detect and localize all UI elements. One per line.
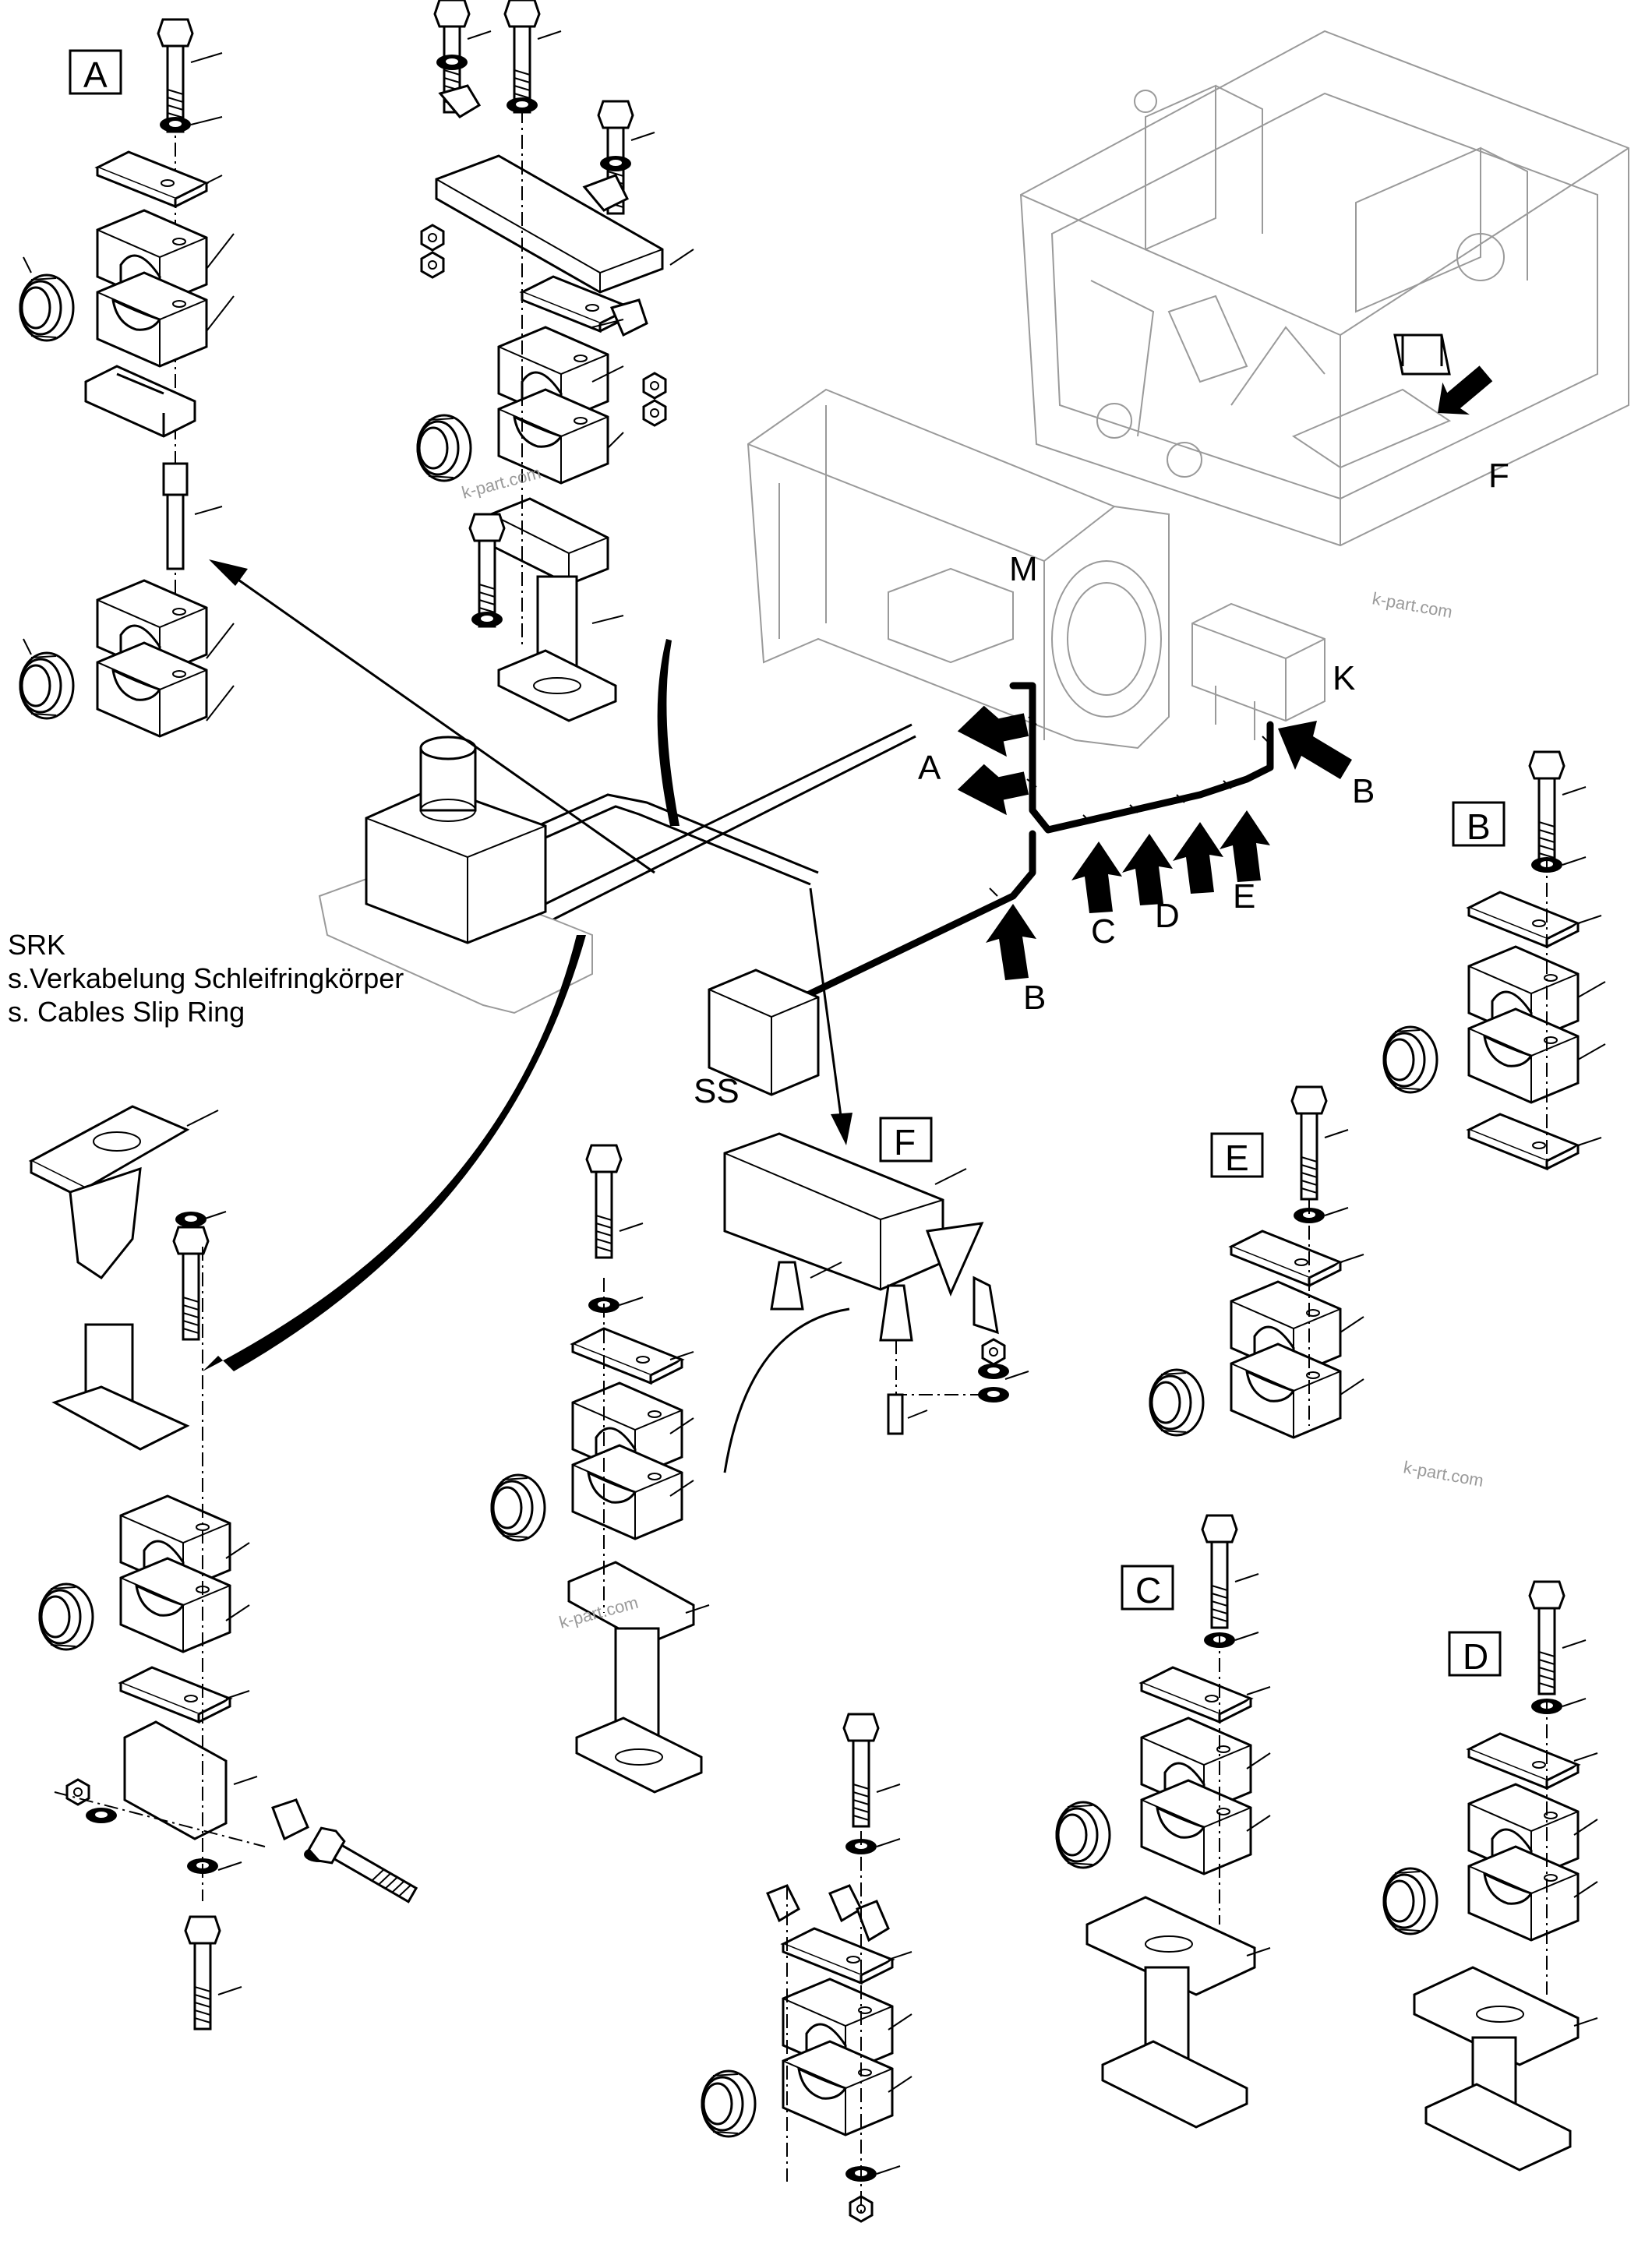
slip-ring-box-ss: [708, 969, 820, 1096]
arrow-b-left: [986, 904, 1036, 980]
detail-view-c: [1055, 1514, 1271, 2129]
detail-c-label: C: [1135, 1570, 1161, 1611]
label-arrow-b-left: B: [1023, 979, 1046, 1017]
detail-f-label: F: [894, 1122, 916, 1163]
detail-d-label: D: [1463, 1636, 1488, 1677]
slip-ring-body-srk: [318, 736, 593, 1014]
detail-a-label: A: [83, 55, 108, 95]
detail-e-label: E: [1225, 1138, 1249, 1178]
label-m: M: [1009, 550, 1038, 588]
arrow-e-2: [1220, 810, 1270, 882]
detail-view-e: [1149, 1085, 1364, 1439]
detail-b-label: B: [1467, 806, 1491, 847]
label-arrow-b-right: B: [1352, 772, 1375, 810]
arrow-e-1: [1173, 822, 1223, 894]
detail-view-pedestal-center: [490, 1144, 710, 1794]
label-ss: SS: [694, 1072, 740, 1110]
detail-view-b: [1382, 750, 1606, 1170]
label-f-main: F: [1488, 457, 1509, 495]
machine-frame-ghost: [1019, 30, 1629, 547]
detail-view-stack-bottom: [701, 1713, 912, 2223]
pointer-to-detail-a: [209, 559, 655, 874]
arrow-a-lower: [957, 764, 1029, 816]
sweep-arrow-top: [657, 639, 680, 826]
pointer-to-detail-f: [809, 887, 852, 1145]
note-srk-de: s.Verkabelung Schleifringkörper: [8, 962, 404, 994]
sweep-line-f: [723, 1307, 850, 1473]
watermark-3: k-part.com: [1402, 1457, 1485, 1491]
cable-main: [799, 682, 1274, 1001]
detail-view-d: [1382, 1580, 1598, 2172]
terminal-box-k: [1191, 602, 1325, 740]
arrow-a-upper: [957, 705, 1029, 757]
cable-thin-run: [537, 723, 916, 921]
detail-view-a: [19, 18, 235, 738]
wire-guides: [989, 716, 1271, 897]
watermark-2: k-part.com: [460, 463, 543, 503]
watermark-1: k-part.com: [1371, 588, 1454, 622]
note-srk: SRK: [8, 929, 65, 961]
label-arrow-e: E: [1233, 877, 1255, 916]
arrow-f-main: [1438, 365, 1493, 415]
note-srk-en: s. Cables Slip Ring: [8, 996, 245, 1028]
arrow-c: [1071, 842, 1122, 913]
label-arrow-c: C: [1091, 912, 1116, 951]
label-arrow-a: A: [918, 749, 941, 787]
arrow-b-right: [1278, 721, 1352, 779]
detail-view-f: [723, 1117, 1029, 1435]
detail-view-pedestal-left: [28, 1105, 422, 2031]
arrow-d: [1122, 834, 1173, 905]
engine-ghost: [747, 388, 1170, 750]
clamp-bracket-f-small: [1393, 333, 1451, 376]
detail-view-bracket-top: [416, 0, 694, 722]
label-k: K: [1333, 659, 1355, 697]
